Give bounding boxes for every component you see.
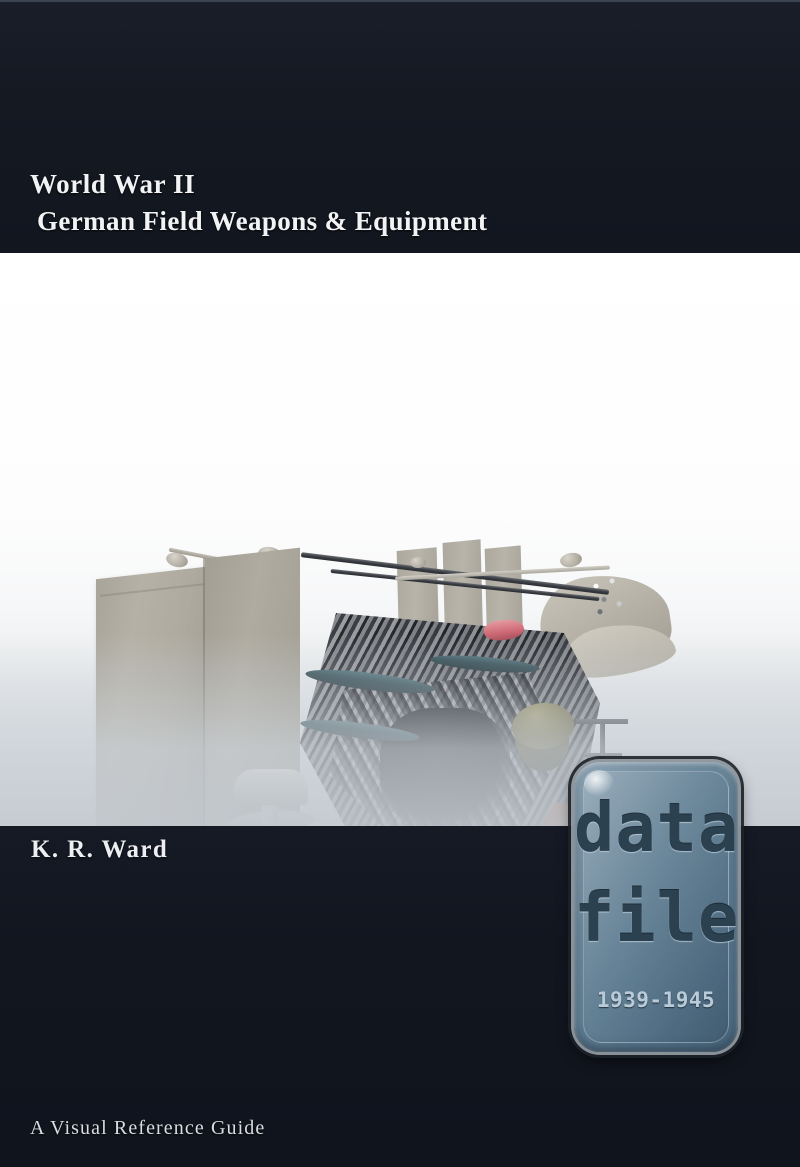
book-title-line-2: German Field Weapons & Equipment xyxy=(37,206,488,236)
book-title-line-1: World War II xyxy=(30,169,196,199)
badge-word-file: file xyxy=(574,879,740,957)
cover-subtitle: A Visual Reference Guide xyxy=(30,1117,266,1139)
author-name: K. R. Ward xyxy=(31,836,169,863)
title-block: World War II German Field Weapons & Equi… xyxy=(30,166,487,240)
badge-years: 1939-1945 xyxy=(596,988,716,1012)
highlight-sparkle-cluster xyxy=(588,573,628,617)
muzzle-cap-3 xyxy=(410,557,426,568)
cover-illustration xyxy=(0,253,800,826)
data-file-badge: data file 1939-1945 xyxy=(574,762,738,1052)
badge-word-data: data xyxy=(574,789,740,867)
top-dark-band xyxy=(0,0,800,253)
